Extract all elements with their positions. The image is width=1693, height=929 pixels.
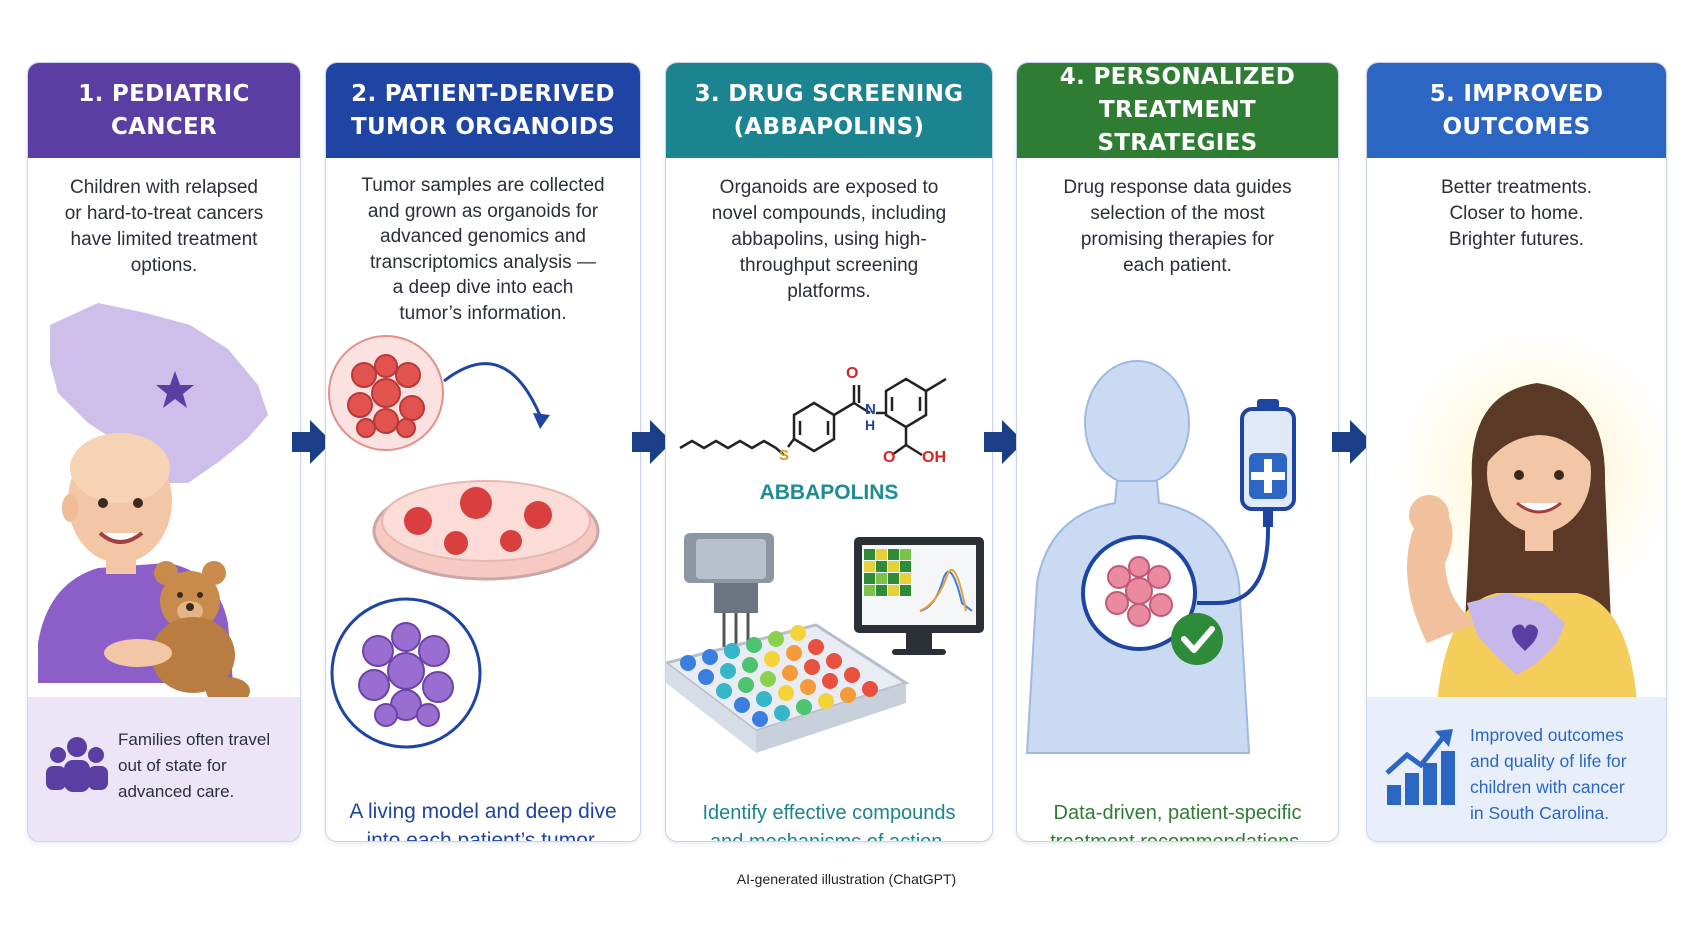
bottom-line: in South Carolina.	[1470, 803, 1610, 823]
bottom-line: and mechanisms of action.	[710, 831, 948, 842]
check-icon	[1171, 613, 1223, 665]
atom-hydrogen-label: H	[865, 417, 876, 433]
desc-line: advanced genomics and	[380, 226, 586, 247]
desc-line: a deep dive into each	[392, 277, 574, 298]
step-5-title-line1: 5. IMPROVED	[1429, 80, 1604, 107]
south-carolina-map-icon	[50, 303, 268, 483]
step-4-bottom-text: Data-driven, patient-specific treatment …	[1031, 799, 1324, 842]
step-1-title-line2: CANCER	[110, 113, 217, 140]
step-4-header: 4. PERSONALIZED TREATMENT STRATEGIES	[1017, 63, 1338, 158]
flow-arrow-icon	[292, 420, 332, 464]
step-5-description: Better treatments. Closer to home. Brigh…	[1377, 175, 1656, 253]
bottom-line: into each patient’s tumor.	[366, 829, 600, 842]
step-2-description: Tumor samples are collected and grown as…	[336, 173, 630, 326]
desc-line: and grown as organoids for	[367, 200, 599, 222]
desc-line: transcriptomics analysis —	[370, 251, 596, 273]
step-1-header: 1. PEDIATRIC CANCER	[28, 63, 300, 158]
step-card-pediatric-cancer: 1. PEDIATRIC CANCER Children with relaps…	[27, 62, 301, 842]
desc-line: or hard-to-treat cancers	[64, 203, 264, 224]
drug-screening-illustration	[679, 377, 947, 457]
bottom-line: Identify effective compounds	[702, 802, 956, 824]
bottom-line: advanced care.	[118, 782, 235, 801]
atom-oxygen-label: O	[846, 365, 859, 382]
step-2-header: 2. PATIENT-DERIVED TUMOR ORGANOIDS	[326, 63, 640, 158]
step-3-description: Organoids are exposed to novel compounds…	[676, 175, 982, 305]
patient-treatment-illustration	[1025, 360, 1296, 754]
heart-icon	[1512, 624, 1538, 651]
step-5-header: 5. IMPROVED OUTCOMES	[1367, 63, 1666, 158]
flow-arrow-icon	[1332, 420, 1372, 464]
desc-line: Closer to home.	[1449, 203, 1584, 224]
step-3-header: 3. DRUG SCREENING (ABBAPOLINS)	[666, 63, 992, 158]
bottom-line: treatment recommendations.	[1050, 831, 1305, 842]
star-icon	[156, 371, 194, 408]
bottom-line: and quality of life for	[1470, 751, 1627, 771]
desc-line: Tumor samples are collected	[361, 175, 605, 196]
step-card-personalized-treatment: 4. PERSONALIZED TREATMENT STRATEGIES Dru…	[1016, 62, 1339, 842]
child-with-teddy-illustration	[28, 303, 300, 841]
atom-nitrogen-label: N	[865, 401, 876, 418]
bottom-line: out of state for	[118, 756, 227, 775]
abbapolin-molecule-icon	[679, 377, 947, 457]
atom-oxygen2-label: O	[883, 449, 896, 466]
people-group-icon	[46, 733, 108, 795]
step-3-title-line2: (ABBAPOLINS)	[733, 113, 925, 140]
desc-line: Drug response data guides	[1063, 177, 1292, 198]
step-card-tumor-organoids: 2. PATIENT-DERIVED TUMOR ORGANOIDS Tumor…	[325, 62, 641, 842]
step-4-title-line2: TREATMENT STRATEGIES	[1097, 97, 1258, 156]
step-card-improved-outcomes: 5. IMPROVED OUTCOMES Better treatments. …	[1366, 62, 1667, 842]
desc-line: Brighter futures.	[1448, 229, 1585, 250]
step-4-description: Drug response data guides selection of t…	[1027, 175, 1328, 279]
step-1-description: Children with relapsed or hard-to-treat …	[38, 175, 290, 279]
step-4-title-line1: 4. PERSONALIZED	[1059, 64, 1296, 90]
desc-line: throughput screening	[739, 255, 919, 276]
step-3-bottom-text: Identify effective compounds and mechani…	[680, 799, 978, 842]
desc-line: each patient.	[1123, 255, 1232, 276]
desc-line: promising therapies for	[1080, 229, 1275, 250]
desc-line: abbapolins, using high-	[731, 229, 927, 250]
growth-chart-icon	[1385, 727, 1455, 807]
step-card-drug-screening: 3. DRUG SCREENING (ABBAPOLINS) Organoids…	[665, 62, 993, 842]
desc-line: have limited treatment	[70, 229, 258, 250]
bottom-line: A living model and deep dive	[349, 800, 617, 823]
desc-line: Children with relapsed	[70, 177, 258, 198]
step-2-title-line2: TUMOR ORGANOIDS	[351, 113, 615, 140]
desc-line: options.	[130, 255, 198, 276]
abbapolins-label: ABBAPOLINS	[759, 481, 899, 504]
step-2-bottom-text: A living model and deep dive into each p…	[340, 797, 626, 842]
step-5-bottom-text: Improved outcomes and quality of life fo…	[1470, 722, 1666, 826]
organoid-culture-illustration	[328, 335, 600, 749]
step-1-bottom-text: Families often travel out of state for a…	[118, 727, 298, 805]
desc-line: novel compounds, including	[711, 203, 947, 224]
step-5-title-line2: OUTCOMES	[1442, 113, 1591, 140]
step-1-title-line1: 1. PEDIATRIC	[78, 80, 250, 107]
flow-arrow-icon	[632, 420, 672, 464]
desc-line: tumor’s information.	[399, 302, 567, 324]
desc-line: Organoids are exposed to	[719, 177, 939, 198]
happy-child-illustration	[1367, 333, 1666, 841]
flow-arrow-icon	[984, 420, 1024, 464]
step-3-title-line1: 3. DRUG SCREENING	[694, 80, 964, 107]
bottom-line: children with cancer	[1470, 777, 1625, 797]
bottom-line: Improved outcomes	[1470, 725, 1624, 745]
desc-line: selection of the most	[1090, 203, 1265, 224]
desc-line: platforms.	[787, 281, 871, 302]
desc-line: Better treatments.	[1440, 177, 1592, 198]
step-2-title-line1: 2. PATIENT-DERIVED	[351, 80, 615, 107]
bottom-line: Families often travel	[118, 730, 271, 749]
bottom-line: Data-driven, patient-specific	[1053, 802, 1302, 824]
atom-hydroxyl-label: OH	[922, 449, 946, 466]
image-caption: AI-generated illustration (ChatGPT)	[736, 871, 957, 887]
atom-sulfur-label: S	[779, 447, 790, 464]
